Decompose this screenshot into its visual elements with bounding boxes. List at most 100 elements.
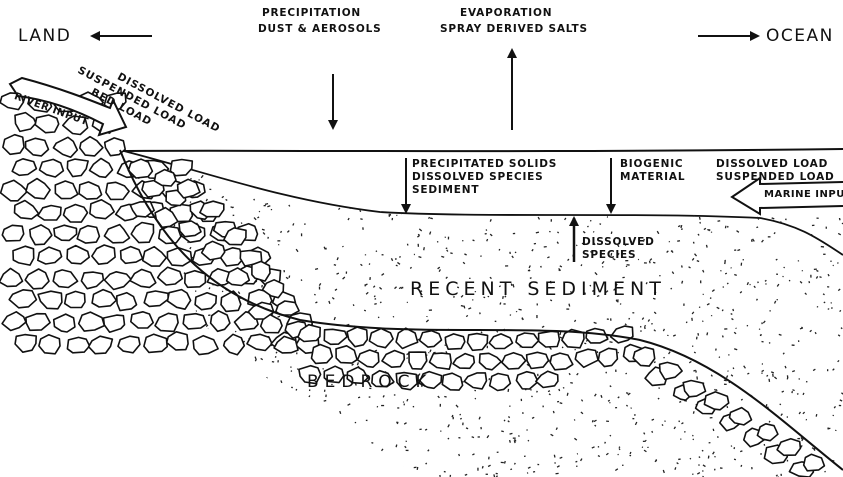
sediment-dot — [710, 297, 712, 298]
sediment-dot — [197, 443, 200, 446]
sediment-dot — [487, 346, 488, 348]
sediment-dot — [143, 351, 145, 353]
sediment-dot — [429, 231, 431, 234]
sediment-dot — [378, 317, 380, 319]
sediment-dot — [315, 301, 317, 303]
sediment-dot — [479, 416, 481, 419]
biogenic-material-label: BIOGENIC MATERIAL — [620, 158, 685, 184]
sediment-dot — [232, 207, 233, 208]
sediment-dot — [544, 246, 547, 248]
sediment-dot — [658, 387, 660, 389]
sediment-dot — [458, 454, 460, 456]
sediment-dot — [342, 277, 345, 280]
sediment-dot — [717, 436, 719, 438]
sediment-dot — [651, 419, 654, 421]
sediment-dot — [336, 193, 338, 195]
sediment-dot — [734, 249, 736, 251]
sediment-dot — [728, 354, 729, 355]
sediment-dot — [761, 240, 764, 243]
sediment-dot — [765, 280, 767, 282]
sediment-dot — [477, 468, 478, 471]
sediment-dot — [117, 421, 120, 424]
sediment-dot — [381, 405, 384, 406]
sediment-dot — [574, 349, 575, 351]
sediment-dot — [485, 233, 487, 235]
sediment-dot — [781, 390, 784, 392]
sediment-dot — [169, 458, 171, 460]
sediment-dot — [307, 462, 309, 465]
sediment-dot — [471, 436, 474, 438]
sediment-dot — [617, 454, 619, 456]
sediment-dot — [513, 438, 516, 439]
sediment-dot — [713, 429, 715, 432]
bedrock-boulder — [130, 269, 156, 287]
sediment-dot — [816, 218, 818, 219]
sediment-dot — [478, 436, 480, 437]
sediment-dot — [764, 444, 766, 446]
bedrock-boulder — [38, 247, 62, 264]
sediment-dot — [453, 417, 454, 420]
sediment-dot — [675, 191, 677, 193]
sediment-dot — [643, 441, 646, 442]
sediment-dot — [113, 205, 115, 207]
sediment-dot — [236, 158, 238, 160]
sediment-dot — [789, 153, 792, 156]
sediment-dot — [839, 405, 841, 406]
sediment-dot — [549, 231, 551, 233]
sediment-dot — [253, 199, 255, 201]
sediment-dot — [303, 416, 306, 419]
sediment-dot — [437, 241, 439, 243]
sediment-dot — [696, 376, 698, 379]
sediment-dot — [259, 409, 262, 411]
sediment-dot — [688, 266, 691, 268]
sediment-dot — [757, 281, 759, 283]
sediment-dot — [791, 391, 793, 393]
sediment-dot — [200, 367, 203, 369]
sediment-dot — [270, 468, 271, 471]
sediment-dot — [790, 213, 791, 216]
sediment-dot — [727, 370, 728, 372]
sediment-dot — [722, 335, 724, 337]
sediment-dot — [145, 412, 148, 414]
sediment-dot — [557, 241, 559, 244]
sediment-dot — [693, 242, 695, 244]
sediment-dot — [497, 452, 499, 454]
water-surface-line — [118, 149, 843, 151]
sediment-dot — [576, 373, 579, 376]
sediment-dot — [430, 217, 433, 219]
bedrock-boulder — [90, 158, 113, 177]
sediment-dot — [729, 195, 731, 197]
sediment-dot — [419, 228, 422, 231]
sediment-dot — [330, 462, 332, 464]
sediment-dot — [239, 429, 241, 431]
sediment-dot — [380, 187, 382, 190]
sediment-dot — [463, 306, 465, 309]
sediment-dot — [618, 446, 620, 448]
sediment-dot — [776, 274, 778, 275]
bedrock-boulder — [53, 137, 77, 157]
sediment-dot — [366, 420, 368, 421]
sediment-dot — [159, 360, 161, 362]
sediment-dot — [117, 260, 119, 261]
sediment-dot — [379, 287, 382, 290]
sediment-dot — [201, 468, 203, 470]
sediment-dot — [782, 276, 784, 278]
sediment-dot — [720, 270, 722, 271]
sediment-dot — [759, 328, 761, 330]
sediment-dot — [747, 325, 749, 327]
sediment-dot — [267, 205, 270, 207]
sediment-dot — [587, 226, 589, 227]
sediment-dot — [513, 233, 515, 234]
sediment-dot — [360, 264, 363, 266]
sediment-dot — [580, 412, 583, 415]
sediment-dot — [702, 320, 704, 322]
sediment-dot — [488, 457, 490, 460]
sediment-dot — [355, 422, 357, 424]
sediment-dot — [364, 310, 366, 312]
sediment-dot — [372, 462, 374, 464]
sediment-dot — [607, 318, 609, 319]
sediment-dot — [486, 474, 488, 475]
sediment-dot — [694, 352, 696, 354]
sediment-dot — [201, 452, 204, 455]
sediment-dot — [777, 284, 780, 287]
